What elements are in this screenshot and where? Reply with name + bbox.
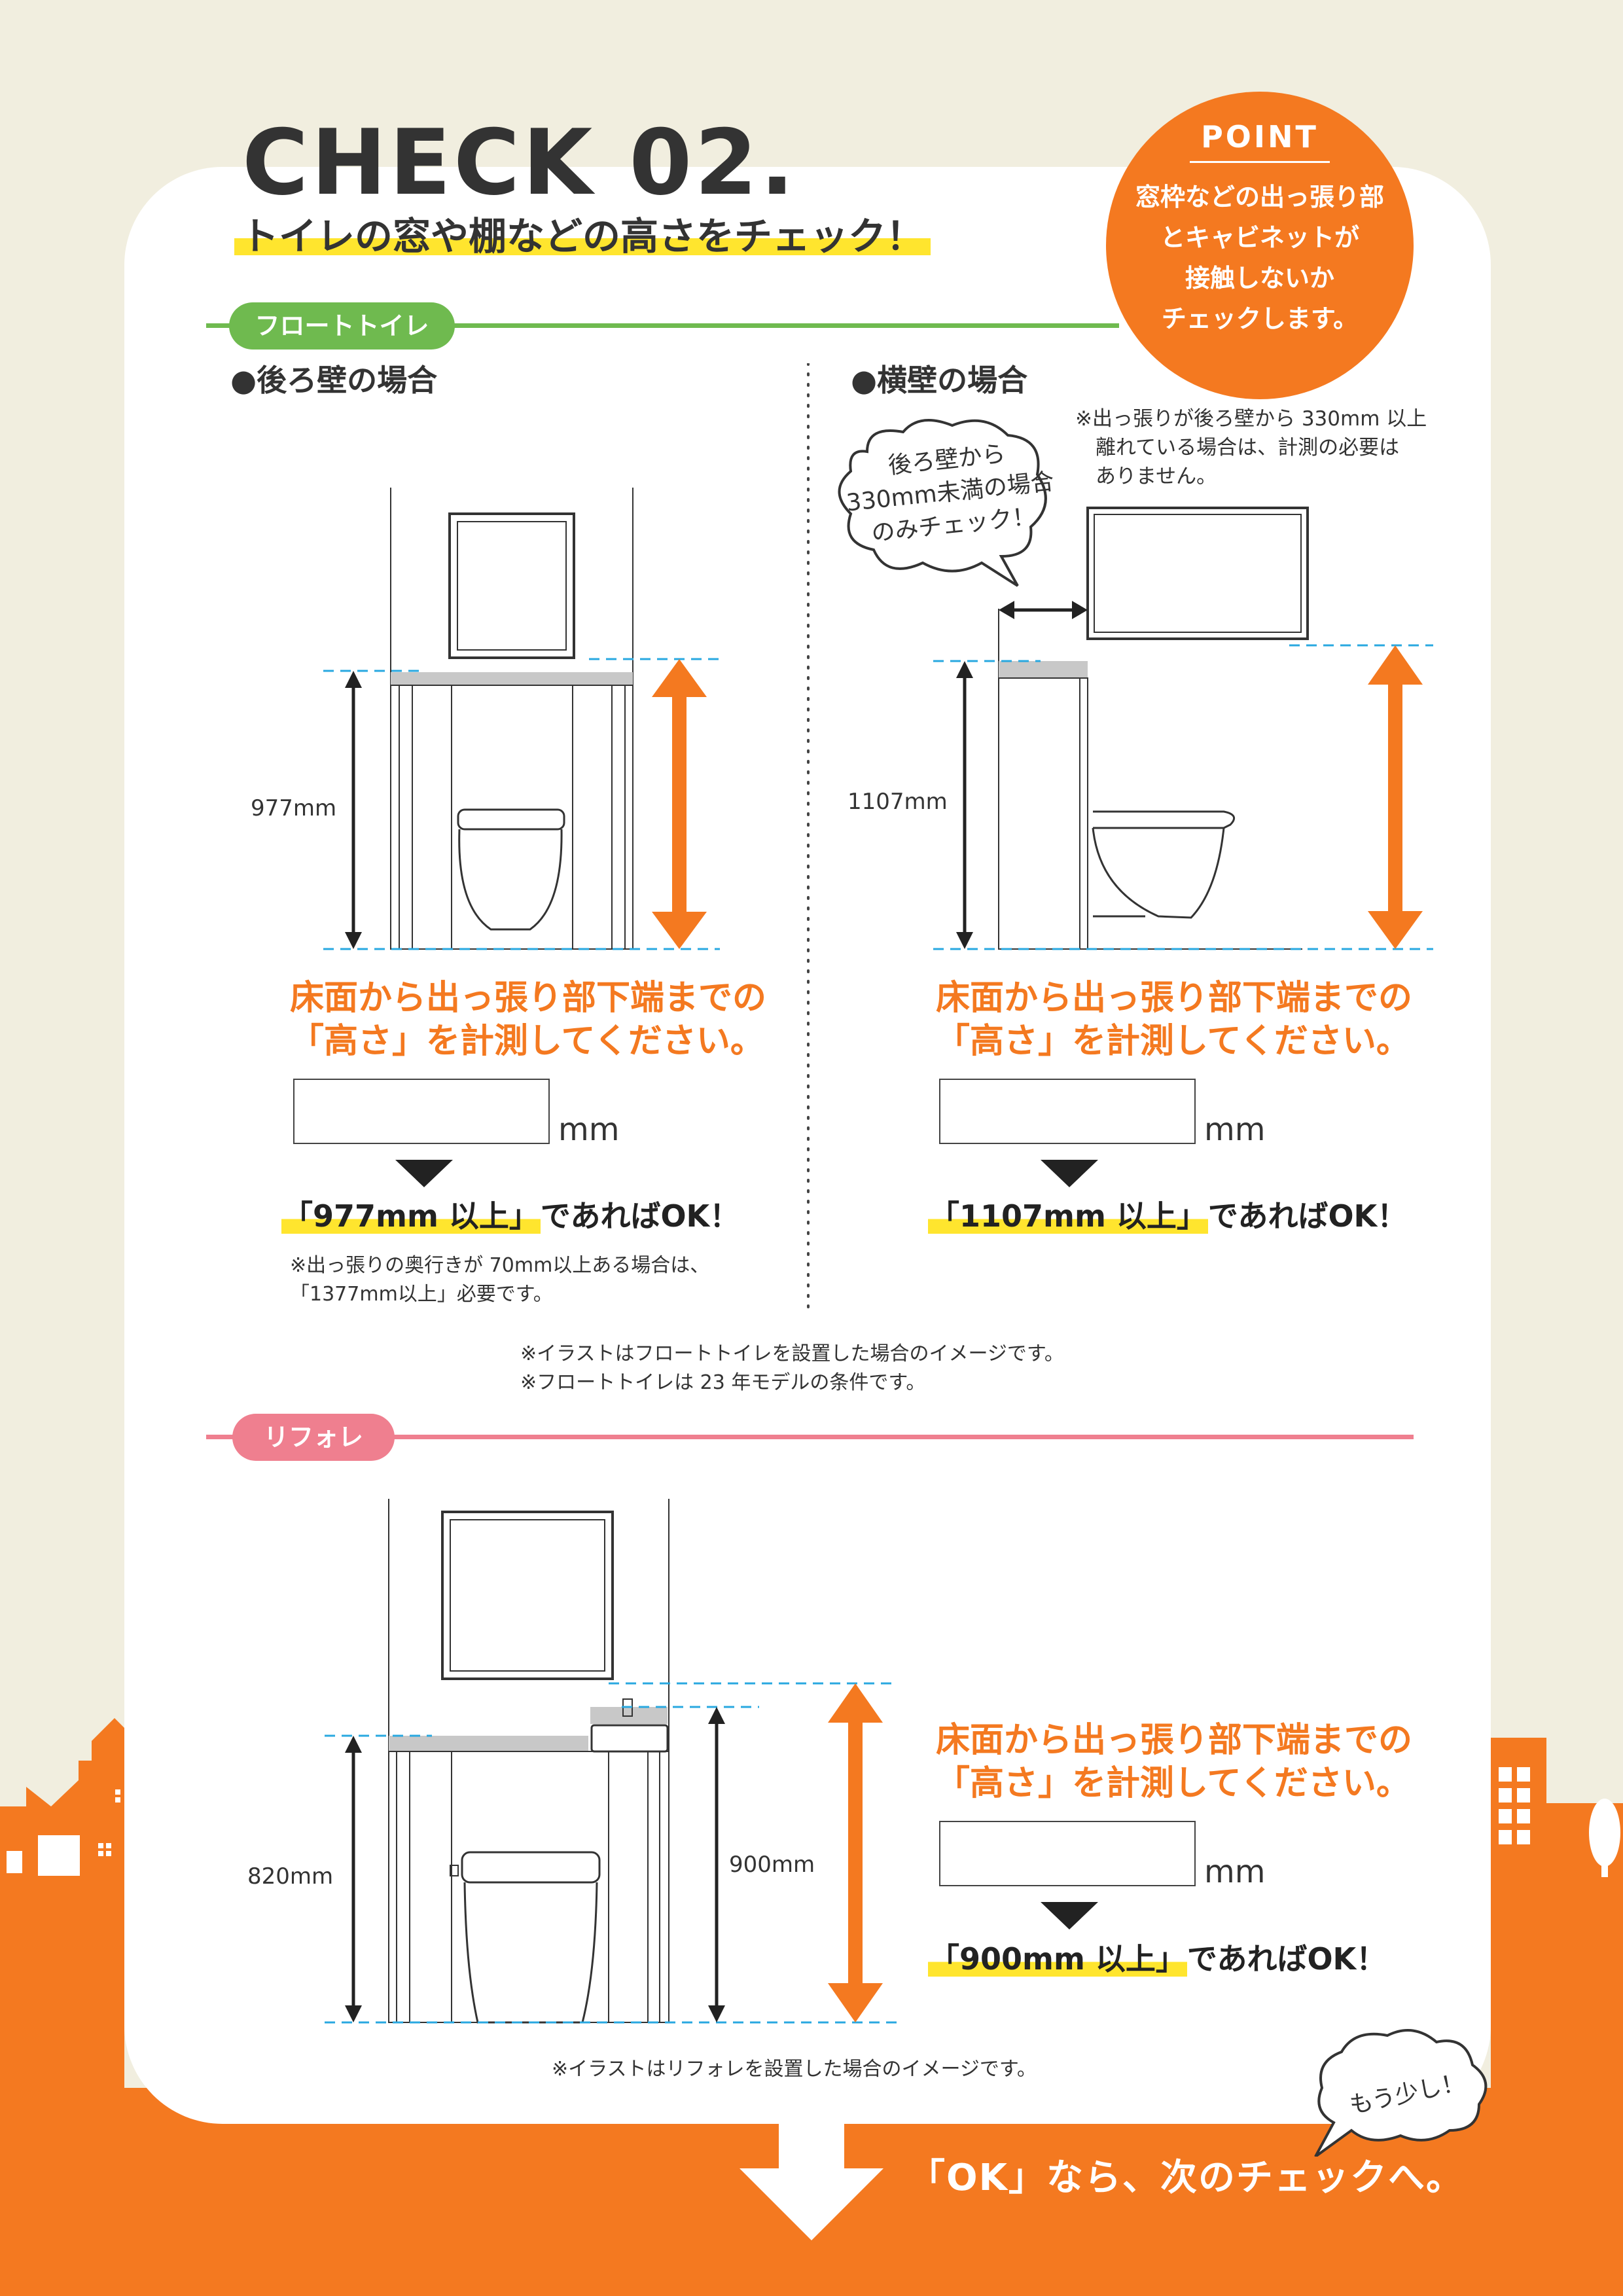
- page-subtitle: トイレの窓や棚などの高さをチェック！: [234, 217, 931, 255]
- side-wall-bubble: [838, 419, 1047, 587]
- reforet-instruction: 床面から出っ張り部下端までの 「高さ」を計測してください。: [936, 1721, 1413, 1803]
- page-title: CHECK 02.: [242, 110, 797, 215]
- back-wall-ok-line: 「977mm 以上」であればOK！: [281, 1198, 740, 1234]
- point-divider: [1190, 161, 1330, 163]
- back-wall-illustration: [323, 488, 720, 950]
- reforet-footnote: ※イラストはリフォレを設置した場合のイメージです。: [552, 2058, 1037, 2081]
- side-wall-unit: mm: [1204, 1111, 1266, 1148]
- back-wall-ok-value: 「977mm 以上」: [281, 1198, 541, 1234]
- reforet-ok-value: 「900mm 以上」: [928, 1941, 1187, 1977]
- side-wall-illustration: [933, 507, 1433, 950]
- side-wall-instruction: 床面から出っ張り部下端までの 「高さ」を計測してください。: [936, 978, 1413, 1061]
- float-section-pill: フロートトイレ: [229, 302, 455, 350]
- float-footnote: ※イラストはフロートトイレを設置した場合のイメージです。 ※フロートトイレは 2…: [520, 1342, 1064, 1394]
- side-wall-ok-line: 「1107mm 以上」であればOK！: [928, 1198, 1408, 1234]
- reforet-unit: mm: [1204, 1854, 1266, 1890]
- point-body: 窓枠などの出っ張り部 とキャビネットが 接触しないか チェックします。: [1135, 183, 1384, 333]
- footer-bubble: [1314, 2029, 1488, 2157]
- reforet-illustration: [325, 1499, 897, 2024]
- back-wall-note: ※出っ張りの奥行きが 70mm以上ある場合は、 「1377mm以上」必要です。: [290, 1254, 710, 1306]
- side-wall-down-arrow-icon: [1041, 1160, 1098, 1187]
- reforet-section-line: [206, 1435, 1414, 1439]
- side-wall-dimension: 1107mm: [847, 789, 948, 815]
- point-label: POINT: [1201, 119, 1319, 154]
- reforet-ok-suffix: であればOK！: [1186, 1941, 1387, 1977]
- back-wall-unit: mm: [558, 1111, 620, 1148]
- back-wall-down-arrow-icon: [395, 1160, 453, 1187]
- side-wall-ok-suffix: であればOK！: [1207, 1198, 1408, 1234]
- side-wall-ok-value: 「1107mm 以上」: [928, 1198, 1208, 1234]
- back-wall-height-input[interactable]: [293, 1079, 550, 1144]
- footer-next-text: 「OK」なら、次のチェックへ。: [908, 2157, 1464, 2199]
- reforet-dimension-right: 900mm: [729, 1852, 815, 1878]
- column-divider: [807, 363, 810, 1312]
- reforet-dimension-left: 820mm: [247, 1863, 334, 1890]
- back-wall-heading: ●後ろ壁の場合: [230, 363, 438, 398]
- side-wall-note: ※出っ張りが後ろ壁から 330mm 以上 離れている場合は、計測の必要は ありま…: [1075, 407, 1427, 488]
- side-wall-height-input[interactable]: [939, 1079, 1196, 1144]
- reforet-ok-line: 「900mm 以上」であればOK！: [928, 1941, 1387, 1977]
- float-section-line: [206, 323, 1119, 328]
- back-wall-dimension: 977mm: [251, 795, 337, 821]
- back-wall-instruction: 床面から出っ張り部下端までの 「高さ」を計測してください。: [290, 978, 767, 1061]
- next-down-arrow-icon: [740, 2123, 883, 2240]
- reforet-down-arrow-icon: [1041, 1902, 1098, 1929]
- point-badge: POINT 窓枠などの出っ張り部 とキャビネットが 接触しないか チェックします…: [1106, 92, 1414, 399]
- reforet-height-input[interactable]: [939, 1821, 1196, 1886]
- side-wall-heading: ●横壁の場合: [851, 363, 1028, 398]
- back-wall-ok-suffix: であればOK！: [540, 1198, 740, 1234]
- reforet-section-pill: リフォレ: [232, 1414, 395, 1461]
